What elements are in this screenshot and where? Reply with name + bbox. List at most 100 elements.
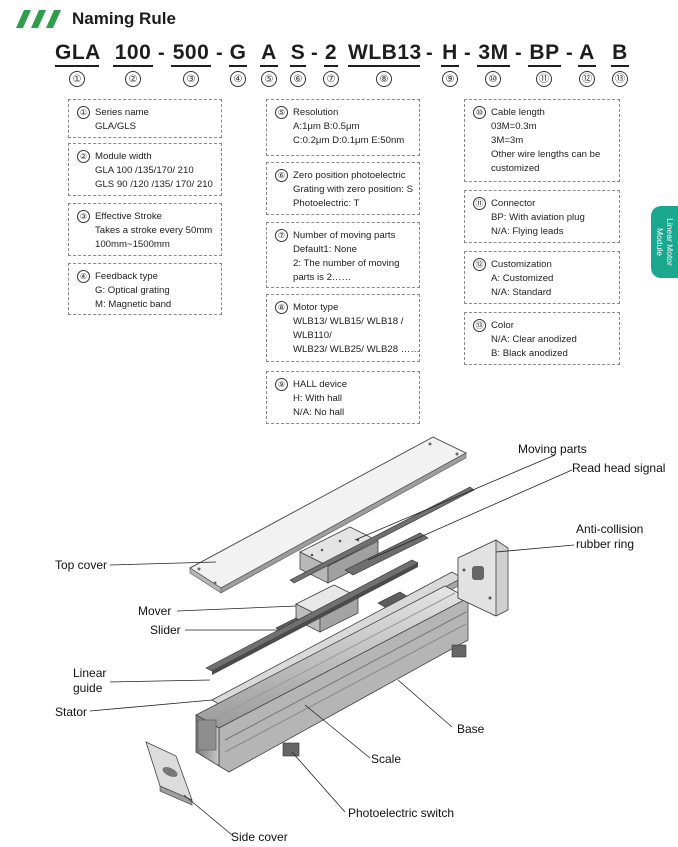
box-title: HALL device — [293, 379, 348, 390]
box-title: Module width — [95, 151, 152, 162]
box-line: A:1μm B:0.5μm — [293, 121, 360, 132]
code-num: ⑫ — [579, 71, 595, 87]
box-num: ⑫ — [473, 258, 486, 271]
box-num: ② — [77, 150, 90, 163]
box-line: N/A: No hall — [293, 407, 345, 418]
label-read-head-signal: Read head signal — [572, 461, 666, 475]
code-motor: WLB13 — [348, 42, 421, 67]
label-linear-guide-1: Linear — [73, 666, 107, 680]
box-num: ⑩ — [473, 106, 486, 119]
box-line: customized — [491, 163, 540, 174]
box-num: ④ — [77, 270, 90, 283]
label-mover: Mover — [138, 604, 172, 618]
box-line: C:0.2μm D:0.1μm E:50nm — [293, 135, 405, 146]
code-connector: BP — [528, 42, 561, 67]
box-line: 100mm~1500mm — [95, 239, 170, 250]
code-dash: - — [311, 42, 318, 64]
box-line: A: Customized — [491, 273, 554, 284]
code-num: ① — [69, 71, 85, 87]
box-title: Connector — [491, 198, 536, 209]
code-feedback: G — [229, 42, 247, 67]
code-num: ⑩ — [485, 71, 501, 87]
label-linear-guide-2: guide — [73, 681, 103, 695]
code-num: ⑦ — [323, 71, 339, 87]
label-base: Base — [457, 722, 485, 736]
box-title: Cable length — [491, 107, 545, 118]
top-cover-part — [189, 436, 468, 594]
box-line: G: Optical grating — [95, 285, 170, 296]
code-dash: - — [464, 42, 471, 64]
box-line: GLA/GLS — [95, 121, 137, 132]
label-top-cover: Top cover — [55, 558, 108, 572]
label-anti-collision-1: Anti-collision — [576, 522, 644, 536]
box-title: Color — [491, 320, 514, 331]
box-line: Takes a stroke every 50mm — [95, 225, 213, 236]
anti-collision-plate — [457, 539, 509, 617]
box-line: N/A: Standard — [491, 287, 552, 298]
label-side-cover: Side cover — [231, 830, 288, 844]
box-num: ⑦ — [275, 229, 288, 242]
base-part — [195, 585, 469, 773]
code-dash: - — [426, 42, 433, 64]
code-num: ⑬ — [612, 71, 628, 87]
code-width: 100 — [113, 42, 153, 67]
box-num: ⑬ — [473, 319, 486, 332]
box-line: 03M=0.3m — [491, 121, 537, 132]
box-line: GLA 100 /135/170/ 210 — [95, 165, 194, 176]
box-title: Series name — [95, 107, 149, 118]
box-line: Default1: None — [293, 244, 357, 255]
box-line: H: With hall — [293, 393, 343, 404]
box-num: ⑧ — [275, 301, 288, 314]
box-line: B: Black anodized — [491, 348, 568, 359]
box-resolution: ⑤ Resolution A:1μm B:0.5μm C:0.2μm D:0.1μ… — [266, 99, 420, 156]
code-num: ⑥ — [290, 71, 306, 87]
linear-guide-part — [205, 486, 475, 675]
code-hall: H — [441, 42, 459, 67]
code-series: GLA — [55, 42, 100, 67]
label-scale: Scale — [371, 752, 402, 766]
box-line: WLB13/ WLB15/ WLB18 / — [293, 316, 404, 327]
code-stroke: 500 — [171, 42, 211, 67]
box-num: ① — [77, 106, 90, 119]
code-num: ③ — [183, 71, 199, 87]
box-series-name: ① Series name GLA/GLS — [68, 99, 222, 138]
code-num: ⑨ — [442, 71, 458, 87]
code-dash: - — [515, 42, 522, 64]
box-title: Feedback type — [95, 271, 158, 282]
box-title: Number of moving parts — [293, 230, 396, 241]
box-line: 2: The number of moving — [293, 258, 400, 269]
box-line: GLS 90 /120 /135/ 170/ 210 — [95, 179, 213, 190]
box-num: ⑥ — [275, 169, 288, 182]
box-feedback-type: ④ Feedback type G: Optical grating M: Mag… — [68, 263, 222, 315]
leader-lines — [89, 454, 575, 836]
code-color: B — [611, 42, 629, 67]
label-moving-parts: Moving parts — [518, 442, 587, 456]
box-title: Zero position photoelectric — [293, 170, 406, 181]
box-line: parts is 2…… — [293, 272, 352, 283]
box-num: ⑤ — [275, 106, 288, 119]
box-title: Resolution — [293, 107, 339, 118]
box-line: N/A: Clear anodized — [491, 334, 577, 345]
side-cover-part — [145, 741, 193, 806]
code-num: ⑤ — [261, 71, 277, 87]
box-num: ⑪ — [473, 197, 486, 210]
label-stator: Stator — [55, 705, 88, 719]
code-resolution: A — [260, 42, 278, 67]
box-color: ⑬ Color N/A: Clear anodized B: Black anod… — [464, 312, 620, 365]
code-moving-parts: 2 — [324, 42, 338, 67]
code-dash: - — [216, 42, 223, 64]
box-line: M: Magnetic band — [95, 299, 172, 310]
code-cable: 3M — [477, 42, 510, 67]
code-num: ⑪ — [536, 71, 552, 87]
code-dash: - — [566, 42, 573, 64]
box-num: ③ — [77, 210, 90, 223]
box-title: Customization — [491, 259, 552, 270]
label-photoelectric-switch: Photoelectric switch — [348, 806, 455, 820]
code-num: ⑧ — [376, 71, 392, 87]
